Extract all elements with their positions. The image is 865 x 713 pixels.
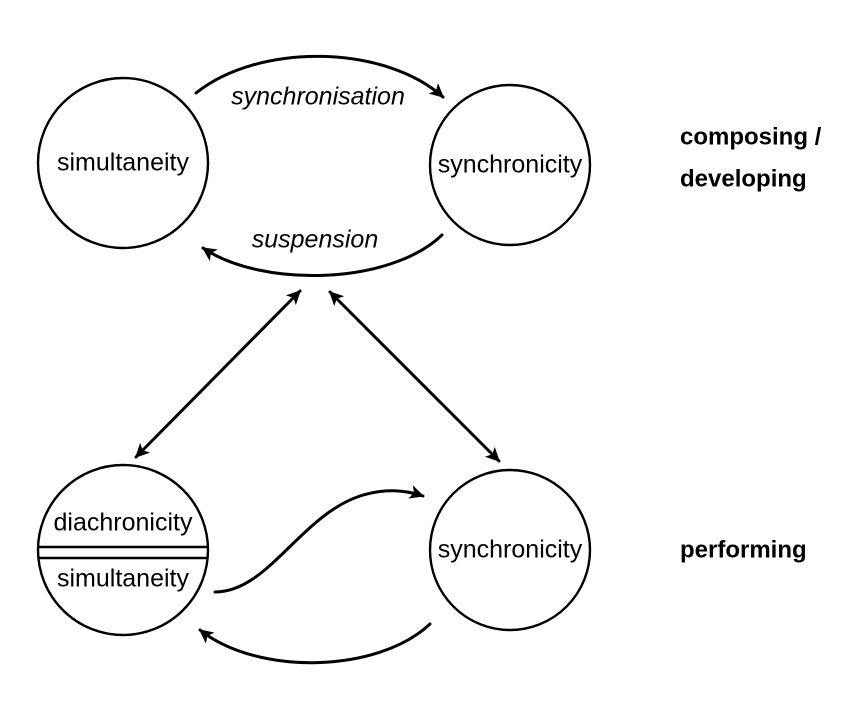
node-circle-top-left[interactable] <box>36 76 210 250</box>
edge-bottom-return-arc <box>198 622 432 665</box>
node-label-bottom-left-lower: simultaneity <box>57 565 189 593</box>
phase-label-performing: performing <box>680 536 807 563</box>
phase-label-composing-line2: developing <box>680 165 807 192</box>
node-circle-bottom-left[interactable] <box>36 463 210 637</box>
edge-suspension-arc <box>201 233 444 277</box>
edge-diagonal-left <box>134 289 302 459</box>
edge-synchronisation-arc <box>194 54 445 99</box>
node-circle-bottom-right[interactable] <box>428 468 592 632</box>
node-label-bottom-right: synchronicity <box>438 536 583 564</box>
edge-label-synchronisation: synchronisation <box>231 83 405 111</box>
node-label-top-right: synchronicity <box>438 151 583 179</box>
edge-diagonal-right <box>328 290 501 463</box>
edge-bottom-forward-scurve <box>213 485 425 594</box>
edge-label-suspension: suspension <box>252 226 378 254</box>
node-label-top-left: simultaneity <box>57 149 189 177</box>
phase-label-composing-line1: composing / <box>680 123 822 150</box>
node-label-bottom-left-upper: diachronicity <box>54 509 193 537</box>
node-circle-top-right[interactable] <box>428 83 592 247</box>
